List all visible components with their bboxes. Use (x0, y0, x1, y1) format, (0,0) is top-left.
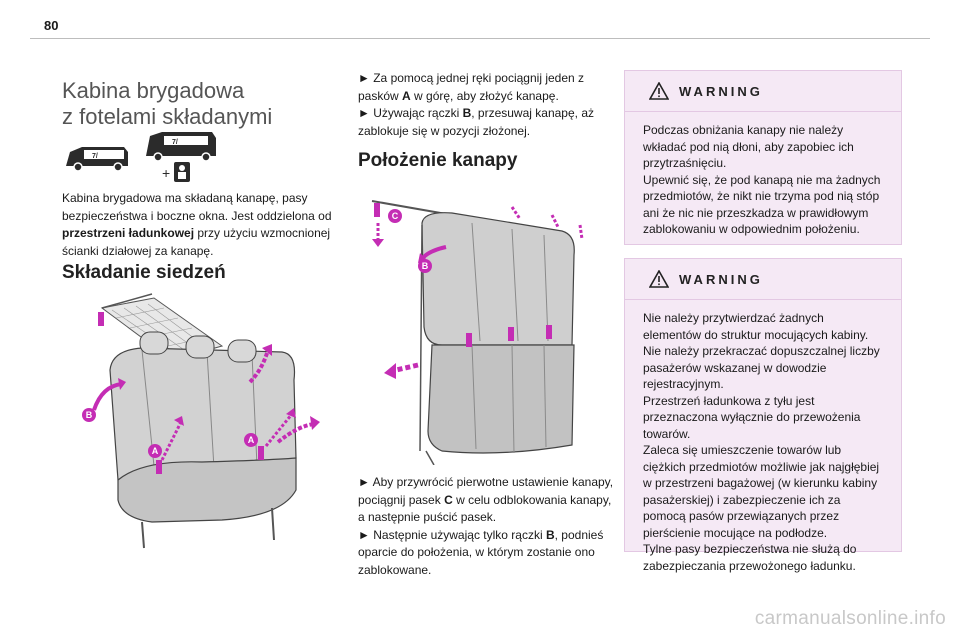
step-4: ► Następnie używając tylko rączki B, pod… (358, 527, 604, 577)
warning-title-2: WARNING (679, 271, 763, 287)
position-heading: Położenie kanapy (358, 150, 518, 171)
restore-steps: ► Aby przywrócić pierwotne ustawienie ka… (358, 474, 620, 579)
folded-bench (371, 200, 575, 465)
folding-heading: Składanie siedzeń (62, 262, 226, 283)
straps-and-arrows (92, 312, 320, 474)
label-a-right: A (244, 433, 258, 447)
svg-text:7/: 7/ (92, 153, 98, 160)
warning-header-1: WARNING (625, 71, 901, 111)
warning-box-2: WARNING Nie należy przytwierdzać żadnych… (624, 258, 902, 573)
warning-text-2: Nie należy przytwierdzać żadnych element… (643, 311, 880, 573)
header-divider (30, 38, 930, 39)
section-title: Kabina brygadowa z fotelami składanymi (62, 78, 332, 130)
warning-triangle-icon (649, 270, 669, 288)
label-c: C (388, 209, 402, 223)
label-a-left: A (148, 444, 162, 458)
step-2: ► Używając rączki B, przesuwaj kanapę, a… (358, 106, 594, 138)
folding-seats-illustration (92, 293, 320, 549)
svg-text:7/: 7/ (172, 139, 178, 146)
cargo-space-term: przestrzeni ładunkowej (62, 226, 195, 240)
svg-text:+: + (162, 165, 170, 181)
label-b-left: B (82, 408, 96, 422)
folding-steps: ► Za pomocą jednej ręki pociągnij jeden … (358, 70, 600, 140)
bench-seat (109, 331, 297, 549)
van-icon-2: 7/ (146, 132, 216, 162)
warning-header-2: WARNING (625, 259, 901, 299)
warning-triangle-icon (649, 82, 669, 100)
watermark: carmanualsonline.info (754, 608, 946, 629)
van-icon-1: 7/ (66, 147, 128, 172)
intro-paragraph: Kabina brygadowa ma składaną kanapę, pas… (62, 191, 332, 258)
warning-divider-1 (625, 111, 901, 112)
label-b-middle: B (418, 259, 432, 273)
page-number: 80 (44, 18, 59, 33)
warning-divider-2 (625, 299, 901, 300)
warning-text-1: Podczas obniżania kanapy nie należy wkła… (643, 123, 881, 236)
section-title-line-1: Kabina brygadowa (62, 78, 245, 103)
bench-position-illustration (371, 200, 584, 465)
section-title-line-2: z fotelami składanymi (62, 104, 273, 129)
vehicle-icons: 7/ 7/ + (66, 132, 216, 182)
seat-option-icon: + (162, 162, 190, 182)
warning-box-1: WARNING Podczas obniżania kanapy nie nal… (624, 70, 902, 245)
step-1: ► Za pomocą jednej ręki pociągnij jeden … (358, 71, 585, 103)
warning-title-1: WARNING (679, 83, 763, 99)
step-3: ► Aby przywrócić pierwotne ustawienie ka… (358, 475, 614, 524)
